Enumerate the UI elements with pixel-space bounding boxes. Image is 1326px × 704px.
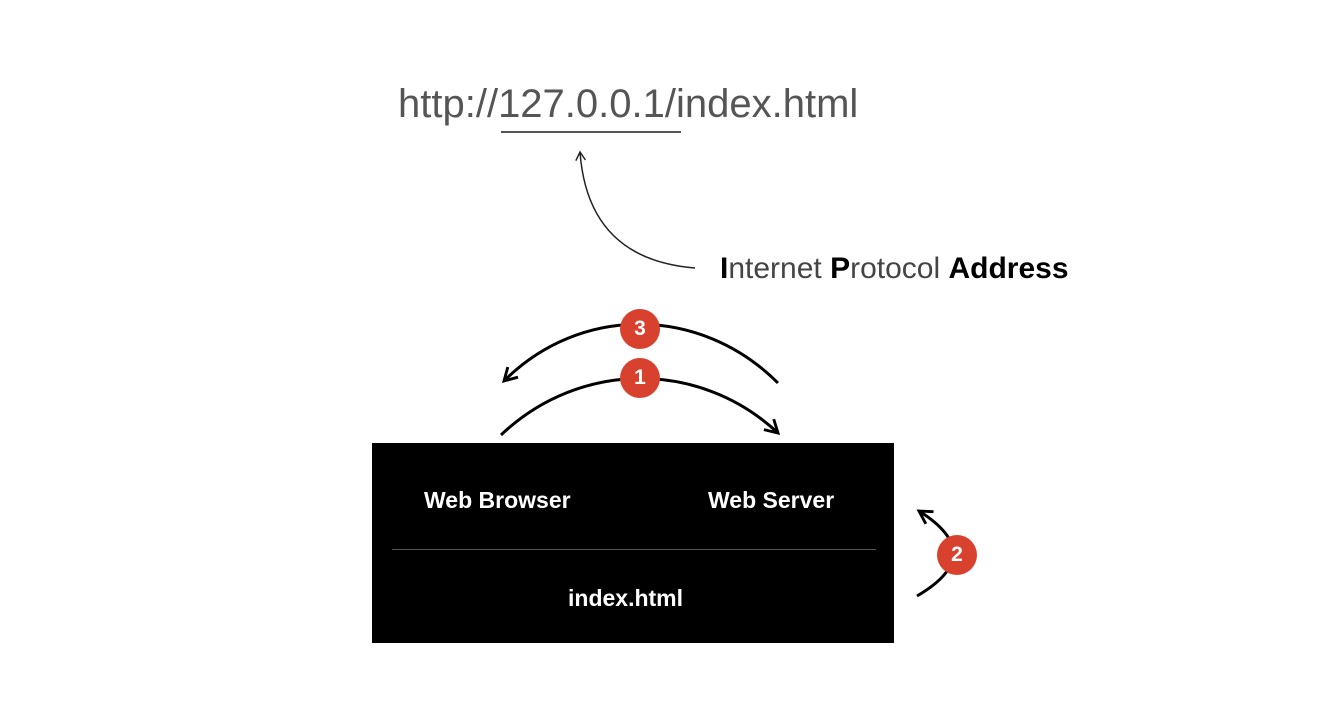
url-text: http://127.0.0.1/index.html xyxy=(398,80,858,128)
ip-underline xyxy=(501,131,681,133)
step-3-badge: 3 xyxy=(620,309,660,349)
box-divider xyxy=(392,549,876,550)
web-server-label: Web Server xyxy=(708,487,835,513)
ip-label-p-rest: rotocol xyxy=(850,252,949,285)
ip-label-i: I xyxy=(720,252,729,285)
index-file-label: index.html xyxy=(568,585,684,611)
step-2-badge: 2 xyxy=(937,535,977,575)
ip-label-i-rest: nternet xyxy=(728,252,831,285)
url-ip: 127.0.0.1 xyxy=(498,82,665,126)
url-prefix: http:// xyxy=(398,82,499,126)
ip-label-p: P xyxy=(830,252,851,285)
computer-box: Web Browser Web Server index.html xyxy=(372,443,894,643)
web-browser-label: Web Browser xyxy=(424,487,571,513)
url-suffix: /index.html xyxy=(664,82,859,126)
ip-address-label: Internet Protocol Address xyxy=(720,250,1069,288)
ip-label-address: Address xyxy=(948,252,1069,285)
ip-pointer-arrow xyxy=(575,150,696,269)
step-1-badge: 1 xyxy=(620,358,660,398)
